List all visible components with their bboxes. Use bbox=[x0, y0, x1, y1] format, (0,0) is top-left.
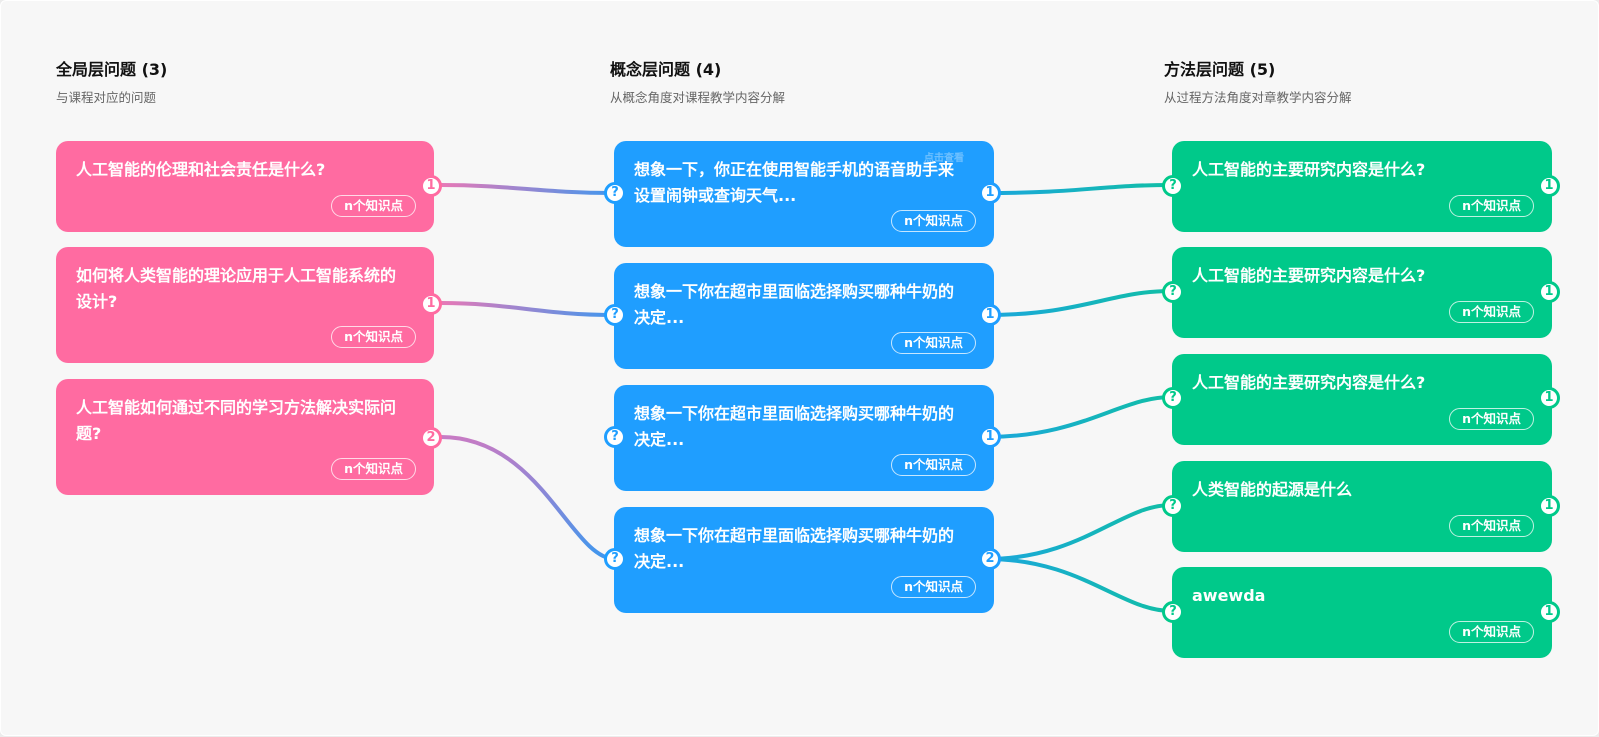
link-count-badge[interactable]: 1 bbox=[1538, 281, 1560, 303]
knowledge-points-button[interactable]: n个知识点 bbox=[1449, 195, 1534, 217]
method-card[interactable]: 人工智能的主要研究内容是什么? n个知识点 bbox=[1172, 354, 1552, 445]
global-card[interactable]: 人工智能如何通过不同的学习方法解决实际问题? n个知识点 bbox=[56, 379, 434, 495]
link-count-badge[interactable]: 1 bbox=[1538, 495, 1560, 517]
knowledge-points-button[interactable]: n个知识点 bbox=[891, 576, 976, 598]
view-hint: 点击查看 bbox=[924, 153, 964, 164]
question-icon[interactable]: ? bbox=[1162, 601, 1184, 623]
knowledge-points-button[interactable]: n个知识点 bbox=[1449, 621, 1534, 643]
card-text: 人工智能的主要研究内容是什么? bbox=[1192, 266, 1426, 285]
column-title: 概念层问题 (4) bbox=[610, 60, 722, 79]
knowledge-points-button[interactable]: n个知识点 bbox=[891, 332, 976, 354]
card-text: 人类智能的起源是什么 bbox=[1192, 480, 1353, 499]
link-count-badge[interactable]: 1 bbox=[979, 426, 1001, 448]
link-concept2-method2 bbox=[985, 289, 1173, 317]
link-count-badge[interactable]: 2 bbox=[420, 427, 442, 449]
link-count-badge[interactable]: 1 bbox=[420, 175, 442, 197]
concept-card[interactable]: 想象一下你在超市里面临选择购买哪种牛奶的决定... n个知识点 bbox=[614, 507, 994, 613]
method-column-header: 方法层问题 (5) 从过程方法角度对章教学内容分解 bbox=[1164, 59, 1352, 106]
link-count-badge[interactable]: 1 bbox=[1538, 387, 1560, 409]
link-global3-concept4 bbox=[439, 435, 617, 561]
link-count-badge[interactable]: 2 bbox=[979, 548, 1001, 570]
card-text: 人工智能的伦理和社会责任是什么? bbox=[76, 160, 326, 179]
question-icon[interactable]: ? bbox=[604, 182, 626, 204]
method-card[interactable]: 人工智能的主要研究内容是什么? n个知识点 bbox=[1172, 247, 1552, 338]
question-icon[interactable]: ? bbox=[1162, 281, 1184, 303]
global-card[interactable]: 人工智能的伦理和社会责任是什么? n个知识点 bbox=[56, 141, 434, 232]
link-concept4-method5 bbox=[985, 557, 1173, 613]
knowledge-points-button[interactable]: n个知识点 bbox=[1449, 515, 1534, 537]
knowledge-points-button[interactable]: n个知识点 bbox=[891, 210, 976, 232]
card-text: 人工智能的主要研究内容是什么? bbox=[1192, 160, 1426, 179]
knowledge-points-button[interactable]: n个知识点 bbox=[331, 458, 416, 480]
column-subtitle: 从过程方法角度对章教学内容分解 bbox=[1164, 90, 1352, 105]
link-count-badge[interactable]: 1 bbox=[1538, 175, 1560, 197]
card-text: awewda bbox=[1192, 586, 1266, 605]
concept-card[interactable]: 点击查看 想象一下，你正在使用智能手机的语音助手来设置闹钟或查询天气... n个… bbox=[614, 141, 994, 247]
method-card[interactable]: 人工智能的主要研究内容是什么? n个知识点 bbox=[1172, 141, 1552, 232]
link-count-badge[interactable]: 1 bbox=[1538, 601, 1560, 623]
card-text: 想象一下你在超市里面临选择购买哪种牛奶的决定... bbox=[634, 282, 955, 327]
link-concept3-method3 bbox=[985, 395, 1173, 439]
link-concept4-method4 bbox=[985, 503, 1173, 561]
method-card[interactable]: awewda n个知识点 bbox=[1172, 567, 1552, 658]
column-subtitle: 从概念角度对课程教学内容分解 bbox=[610, 90, 786, 105]
global-column-header: 全局层问题 (3) 与课程对应的问题 bbox=[56, 59, 167, 106]
link-count-badge[interactable]: 1 bbox=[979, 304, 1001, 326]
knowledge-points-button[interactable]: n个知识点 bbox=[331, 326, 416, 348]
link-count-badge[interactable]: 1 bbox=[979, 182, 1001, 204]
card-text: 想象一下，你正在使用智能手机的语音助手来设置闹钟或查询天气... bbox=[634, 160, 955, 205]
card-text: 人工智能的主要研究内容是什么? bbox=[1192, 373, 1426, 392]
card-text: 如何将人类智能的理论应用于人工智能系统的设计? bbox=[76, 266, 397, 311]
global-card[interactable]: 如何将人类智能的理论应用于人工智能系统的设计? n个知识点 bbox=[56, 247, 434, 363]
card-text: 想象一下你在超市里面临选择购买哪种牛奶的决定... bbox=[634, 526, 955, 571]
card-text: 想象一下你在超市里面临选择购买哪种牛奶的决定... bbox=[634, 404, 955, 449]
concept-column-header: 概念层问题 (4) 从概念角度对课程教学内容分解 bbox=[610, 59, 785, 106]
question-icon[interactable]: ? bbox=[1162, 387, 1184, 409]
knowledge-points-button[interactable]: n个知识点 bbox=[331, 195, 416, 217]
link-global2-concept2 bbox=[439, 301, 617, 317]
question-icon[interactable]: ? bbox=[604, 304, 626, 326]
link-concept1-method1 bbox=[985, 183, 1173, 195]
concept-card[interactable]: 想象一下你在超市里面临选择购买哪种牛奶的决定... n个知识点 bbox=[614, 385, 994, 491]
method-card[interactable]: 人类智能的起源是什么 n个知识点 bbox=[1172, 461, 1552, 552]
column-subtitle: 与课程对应的问题 bbox=[56, 90, 157, 105]
link-global1-concept1 bbox=[439, 183, 617, 195]
question-icon[interactable]: ? bbox=[604, 426, 626, 448]
knowledge-points-button[interactable]: n个知识点 bbox=[1449, 408, 1534, 430]
knowledge-points-button[interactable]: n个知识点 bbox=[1449, 301, 1534, 323]
concept-card[interactable]: 想象一下你在超市里面临选择购买哪种牛奶的决定... n个知识点 bbox=[614, 263, 994, 369]
question-icon[interactable]: ? bbox=[604, 548, 626, 570]
column-title: 全局层问题 (3) bbox=[56, 60, 168, 79]
column-title: 方法层问题 (5) bbox=[1164, 60, 1276, 79]
question-icon[interactable]: ? bbox=[1162, 175, 1184, 197]
card-text: 人工智能如何通过不同的学习方法解决实际问题? bbox=[76, 398, 397, 443]
link-count-badge[interactable]: 1 bbox=[420, 293, 442, 315]
knowledge-points-button[interactable]: n个知识点 bbox=[891, 454, 976, 476]
question-icon[interactable]: ? bbox=[1162, 495, 1184, 517]
